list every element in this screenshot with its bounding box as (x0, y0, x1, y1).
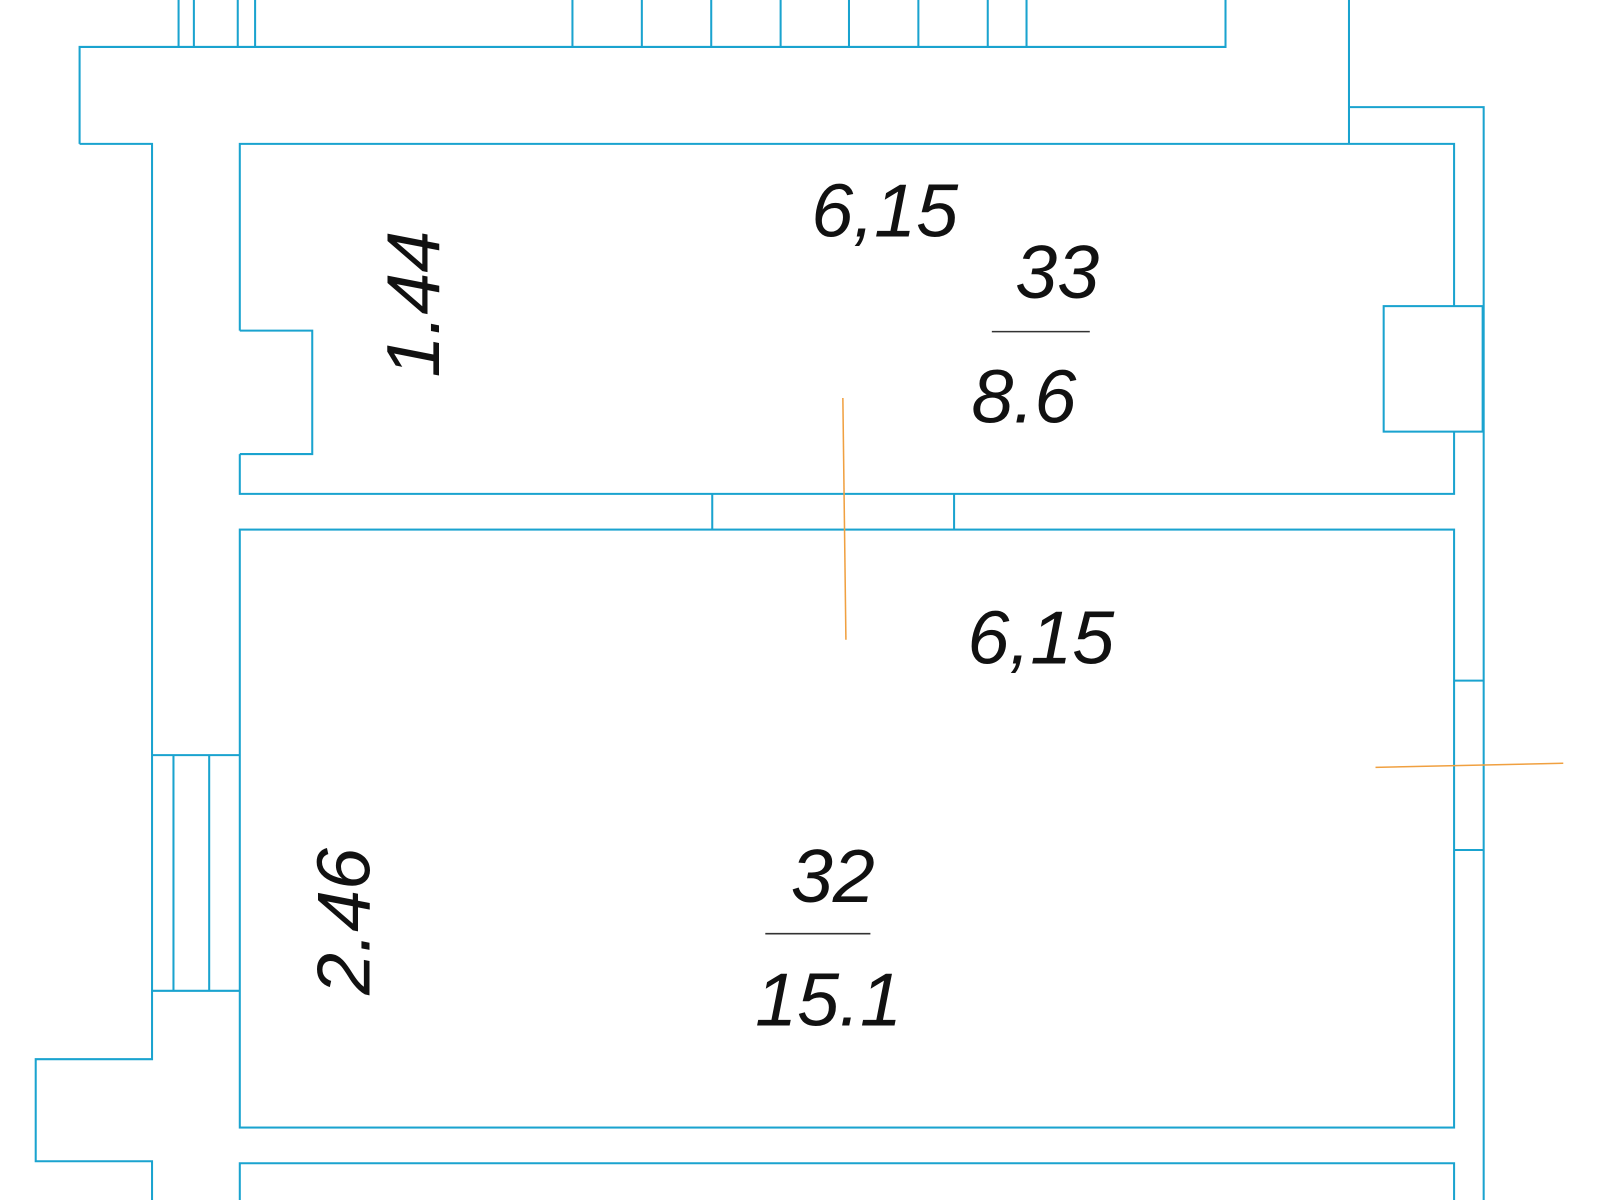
room-33-width-label: 6,15 (811, 170, 959, 254)
room-32-area: 15.1 (755, 959, 902, 1043)
room-33-area: 8.6 (971, 355, 1076, 439)
room-33: 6,15 1.44 33 8.6 (372, 170, 1100, 440)
room-32-number: 32 (791, 835, 875, 919)
walls (34, 0, 1485, 1200)
room-32: 6,15 2.46 32 15.1 (302, 596, 1115, 1042)
room-32-width-label: 6,15 (967, 596, 1115, 680)
axis-lines (842, 397, 1564, 769)
room-33-number: 33 (1015, 231, 1099, 315)
room-32-depth-label: 2.46 (302, 848, 386, 996)
room-33-depth-label: 1.44 (372, 231, 456, 378)
